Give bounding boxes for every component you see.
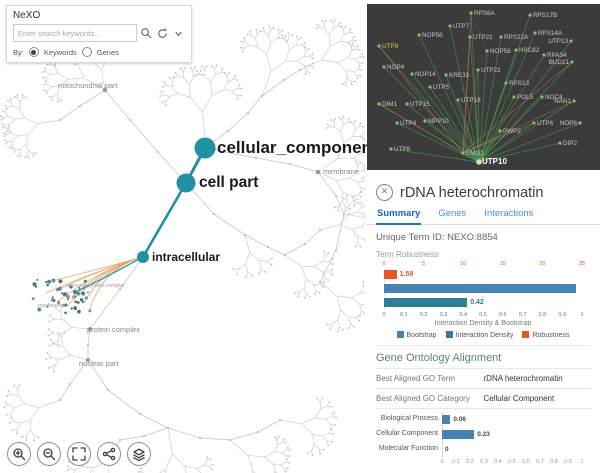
- legend-item: Robustness: [522, 331, 569, 339]
- network-node[interactable]: DIM1: [382, 101, 398, 108]
- tab-genes[interactable]: Genes: [438, 208, 467, 219]
- tree-node-label-nuclear-part[interactable]: nuclear part: [79, 359, 119, 368]
- network-node[interactable]: RPA34: [547, 52, 567, 59]
- term-robustness-label: Term Robustness: [376, 250, 439, 259]
- chevron-down-icon[interactable]: [172, 27, 185, 40]
- network-node[interactable]: POL5: [517, 94, 534, 101]
- ontology-tree-canvas[interactable]: cellular_component cell part intracellul…: [0, 0, 378, 473]
- legend-item: Bootstrap: [396, 331, 437, 339]
- go-category-label: Best Aligned GO Category: [376, 394, 470, 403]
- tab-interactions[interactable]: Interactions: [484, 208, 534, 219]
- network-node[interactable]: DIP2: [563, 140, 577, 147]
- zoom-in-button[interactable]: [7, 442, 31, 466]
- network-node[interactable]: NOP56: [422, 32, 443, 39]
- fit-to-screen-button[interactable]: [67, 442, 91, 466]
- radio-keywords-label[interactable]: Keywords: [43, 47, 77, 57]
- zoom-toolbar: [7, 442, 151, 466]
- table-row: Best Aligned GO Term rDNA heterochromati…: [376, 368, 591, 388]
- ontology-tree-svg[interactable]: [0, 0, 365, 473]
- network-node[interactable]: RPS22A: [504, 34, 529, 41]
- tree-node-label-cellular-component[interactable]: cellular_component: [217, 138, 378, 157]
- network-node[interactable]: NOP4: [387, 64, 405, 71]
- tree-layout-button[interactable]: [97, 442, 121, 466]
- network-node[interactable]: UTP10: [482, 157, 507, 166]
- network-node[interactable]: BUD21: [549, 59, 570, 66]
- search-by-label: By:: [13, 47, 24, 57]
- network-node[interactable]: RPS8A: [474, 10, 495, 17]
- network-node[interactable]: NOC4: [545, 94, 563, 101]
- network-node[interactable]: UTP22: [481, 67, 501, 74]
- chart-bar: [442, 415, 451, 424]
- detail-tabs: Summary Genes Interactions: [367, 205, 600, 225]
- network-node[interactable]: NAN1: [554, 98, 571, 105]
- go-term-label: Best Aligned GO Term: [376, 374, 455, 383]
- tree-node-label-protein-complex[interactable]: protein complex: [87, 325, 140, 334]
- network-node[interactable]: RPS14A: [538, 30, 563, 37]
- fit-to-screen-icon: [72, 447, 86, 461]
- network-node[interactable]: UTP6: [537, 120, 554, 127]
- network-node[interactable]: UTP4: [400, 120, 417, 127]
- network-node[interactable]: RPS13: [509, 80, 529, 87]
- go-alignment-table: Best Aligned GO Term rDNA heterochromati…: [376, 368, 591, 409]
- network-node[interactable]: RPS17B: [533, 12, 557, 19]
- tree-node-label-cell-part[interactable]: cell part: [199, 174, 259, 191]
- network-node[interactable]: NOP6: [560, 120, 578, 127]
- chart-bar: [384, 298, 468, 307]
- search-icon[interactable]: [140, 27, 153, 40]
- radio-genes[interactable]: [81, 47, 92, 57]
- go-alignment-heading: Gene Ontology Alignment: [376, 345, 591, 364]
- tree-cluster-label[interactable]: ribonucleoprotein complex: [66, 283, 125, 289]
- go-category-value: Cellular Component: [483, 394, 555, 403]
- layers-button[interactable]: [127, 442, 151, 466]
- network-node[interactable]: UTP13: [548, 38, 568, 45]
- network-node[interactable]: HSC82: [519, 47, 540, 54]
- network-node[interactable]: UTP18: [461, 97, 481, 104]
- network-node[interactable]: UTP15: [410, 101, 430, 108]
- chart1-axis-title: Interaction Density & Bootstrap: [434, 320, 532, 327]
- network-node[interactable]: UTP9: [382, 43, 399, 50]
- tab-summary[interactable]: Summary: [376, 205, 422, 225]
- chart-bar: [384, 284, 577, 293]
- network-node[interactable]: NOP58: [490, 48, 511, 55]
- search-input[interactable]: [13, 24, 137, 42]
- zoom-in-icon: [13, 448, 26, 461]
- app-title: NeXO: [13, 10, 41, 21]
- network-node[interactable]: KRE33: [449, 72, 469, 79]
- tree-cluster-label[interactable]: preribosome: [38, 303, 66, 309]
- chart-bar: [442, 430, 475, 439]
- layers-icon: [133, 448, 145, 461]
- legend-item: Interaction Density: [445, 331, 513, 339]
- network-node[interactable]: UTP21: [473, 34, 493, 41]
- tree-node-label-membrane[interactable]: membrane: [323, 167, 359, 176]
- tree-layout-icon: [102, 447, 116, 461]
- network-node[interactable]: MPP10: [428, 118, 449, 125]
- chart1-legend: Bootstrap Interaction Density Robustness: [376, 331, 590, 339]
- term-title: rDNA heterochromatin: [400, 184, 544, 201]
- tree-node-label-intracellular[interactable]: intracellular: [152, 250, 221, 264]
- zoom-out-icon: [43, 448, 56, 461]
- table-row: Best Aligned GO Category Cellular Compon…: [376, 388, 591, 409]
- search-panel: NeXO By: Keywords Genes: [6, 5, 192, 63]
- unique-term-id-value: NEXO:8854: [447, 232, 498, 243]
- term-detail-panel: ✕ rDNA heterochromatin Summary Genes Int…: [367, 176, 600, 473]
- zoom-out-button[interactable]: [37, 442, 61, 466]
- network-node[interactable]: PWP2: [503, 128, 521, 135]
- close-icon[interactable]: ✕: [376, 184, 393, 201]
- network-node[interactable]: UTP7: [453, 23, 470, 30]
- network-node[interactable]: UTP5: [433, 84, 450, 91]
- radio-genes-label[interactable]: Genes: [96, 47, 119, 57]
- tree-node-label-mitochondrial-part[interactable]: mitochondrial part: [58, 81, 118, 90]
- unique-term-id-label: Unique Term ID:: [376, 232, 445, 243]
- radio-keywords[interactable]: [28, 47, 39, 57]
- go-term-value: rDNA heterochromatin: [483, 374, 563, 383]
- network-node[interactable]: NOP14: [415, 71, 436, 78]
- network-node[interactable]: EMG1: [466, 150, 484, 157]
- reset-search-icon[interactable]: [156, 27, 169, 40]
- network-node[interactable]: UTP8: [394, 146, 411, 153]
- chart-bar: [384, 270, 397, 279]
